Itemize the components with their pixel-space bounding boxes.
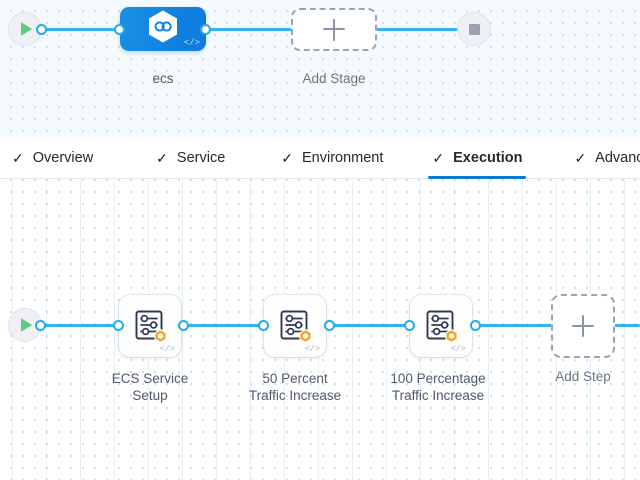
exec-edge-step1-to-step2: [184, 324, 276, 327]
stage-end-node[interactable]: [457, 12, 491, 46]
add-step-button[interactable]: [551, 294, 615, 358]
exec-step3-output-port[interactable]: [470, 320, 481, 331]
tab-execution[interactable]: ✓ Execution: [428, 137, 527, 179]
orange-hexagon-badge-icon: [299, 328, 312, 344]
exec-step-card-2[interactable]: </>: [264, 295, 326, 357]
add-step-label: Add Step: [555, 369, 611, 384]
hexagon-infinity-icon: [147, 10, 179, 49]
check-icon: ✓: [574, 149, 587, 166]
code-glyph: </>: [183, 38, 200, 48]
tab-label: Overview: [32, 149, 94, 166]
stage-config-tabs: ✓ Overview ✓ Service ✓ Environment ✓ Exe…: [0, 137, 640, 179]
stage-start-output-port[interactable]: [36, 24, 47, 35]
exec-edge-start-to-step1: [30, 324, 122, 327]
execution-steps-canvas[interactable]: </> ECS Service Setup: [0, 179, 640, 480]
exec-step-label-3: 100 Percentage Traffic Increase: [390, 371, 486, 403]
tab-service[interactable]: ✓ Service: [154, 137, 227, 179]
tab-label: Execution: [453, 149, 523, 166]
exec-step-card-1[interactable]: </>: [119, 295, 181, 357]
plus-icon: [323, 18, 345, 41]
tab-overview[interactable]: ✓ Overview: [10, 137, 95, 179]
stage-edge-start-to-ecs: [30, 28, 140, 31]
sliders-settings-icon: [423, 308, 459, 344]
exec-step-label-1: ECS Service Setup: [111, 371, 189, 403]
exec-step3-input-port[interactable]: [404, 320, 415, 331]
add-stage-button[interactable]: [291, 8, 377, 51]
stage-node-label-ecs: ecs: [152, 71, 174, 86]
exec-edge-addstep-outgoing: [612, 324, 640, 327]
exec-edge-step3-to-addstep: [476, 324, 552, 327]
orange-hexagon-badge-icon: [445, 328, 458, 344]
tab-label: Environment: [302, 149, 384, 166]
code-glyph: </>: [304, 344, 320, 354]
sliders-settings-icon: [277, 308, 313, 344]
exec-step2-input-port[interactable]: [258, 320, 269, 331]
exec-step1-input-port[interactable]: [113, 320, 124, 331]
exec-step2-output-port[interactable]: [324, 320, 335, 331]
tab-advanced[interactable]: ✓ Advanced: [572, 137, 640, 179]
code-glyph: </>: [450, 344, 466, 354]
exec-start-output-port[interactable]: [35, 320, 46, 331]
check-icon: ✓: [156, 149, 168, 166]
stage-node-ecs[interactable]: </>: [120, 7, 206, 51]
check-icon: ✓: [12, 149, 24, 166]
check-icon: ✓: [432, 149, 445, 166]
orange-hexagon-badge-icon: [154, 328, 167, 344]
stage-edge-ecs-to-addstage: [205, 28, 295, 31]
tab-environment[interactable]: ✓ Environment: [279, 137, 385, 179]
add-stage-label: Add Stage: [302, 71, 366, 86]
exec-step-label-2: 50 Percent Traffic Increase: [248, 371, 342, 403]
tab-label: Advanced: [595, 149, 640, 166]
tab-label: Service: [176, 149, 226, 166]
stage-ecs-output-port[interactable]: [200, 24, 211, 35]
check-icon: ✓: [281, 149, 293, 166]
plus-icon: [572, 315, 594, 337]
sliders-settings-icon: [132, 308, 168, 344]
exec-edge-step2-to-step3: [330, 324, 422, 327]
pipeline-stage-canvas[interactable]: </> ecs Add Stage: [0, 0, 640, 137]
exec-step-card-3[interactable]: </>: [410, 295, 472, 357]
exec-step1-output-port[interactable]: [178, 320, 189, 331]
stage-start-node[interactable]: [8, 12, 42, 46]
code-glyph: </>: [159, 344, 175, 354]
play-icon: [21, 22, 32, 36]
stage-edge-addstage-to-end: [373, 28, 468, 31]
play-icon: [21, 318, 32, 332]
stage-ecs-input-port[interactable]: [114, 24, 125, 35]
stop-icon: [468, 23, 480, 35]
